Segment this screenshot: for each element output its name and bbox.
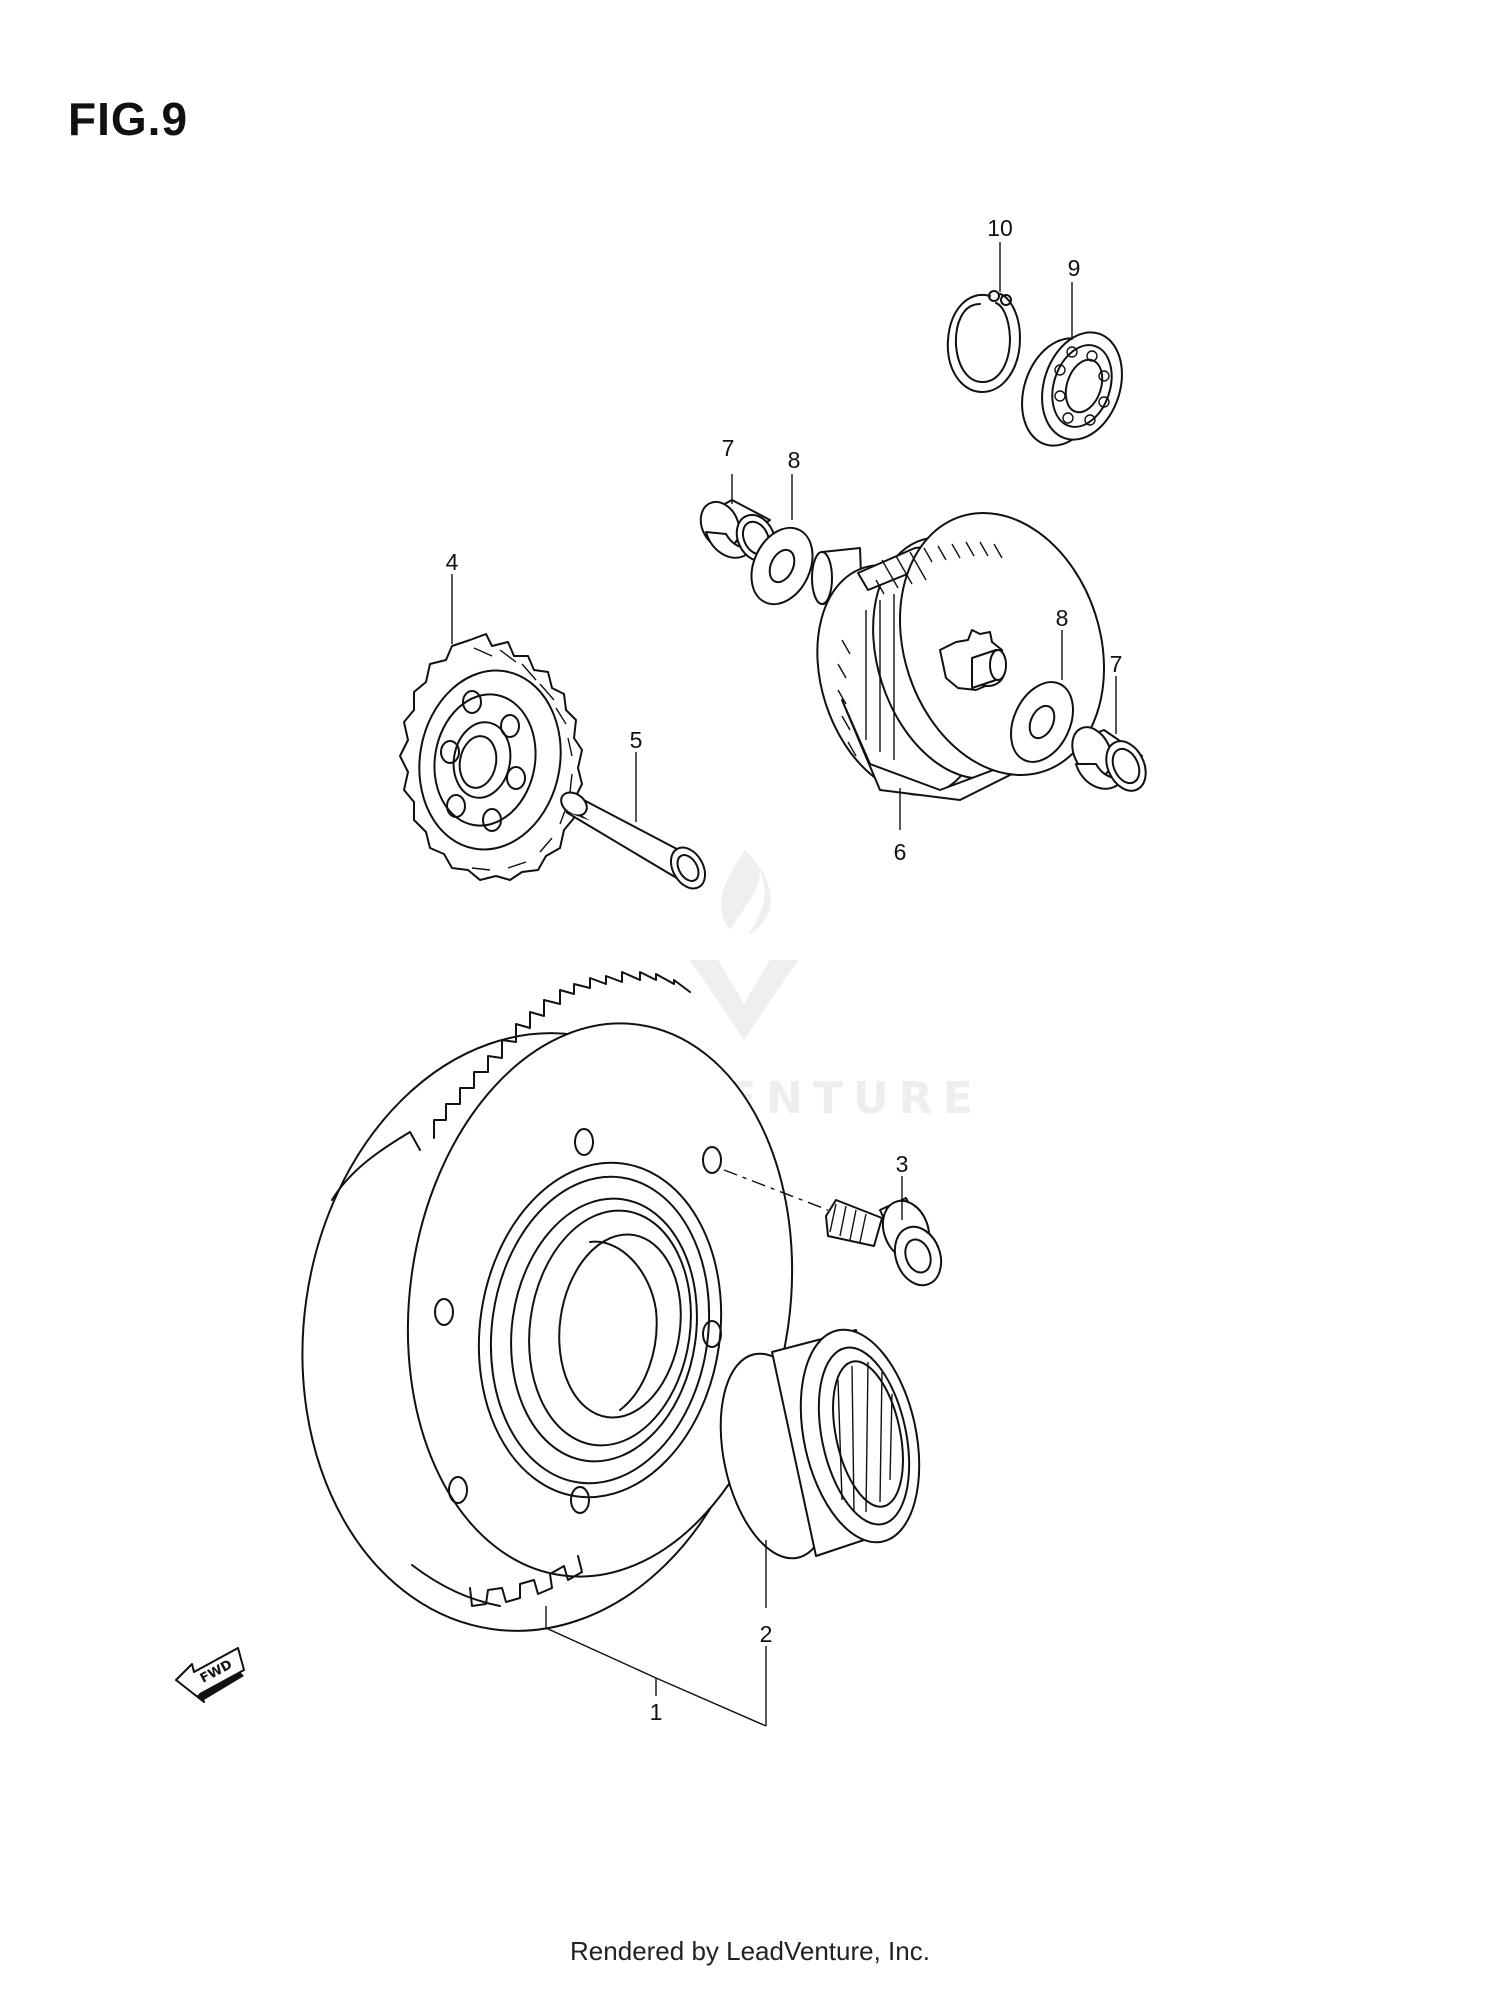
fwd-arrow-icon: FWD <box>175 1647 245 1703</box>
part-idle-gear <box>399 633 583 881</box>
part-starter-clutch-gear <box>301 971 794 1632</box>
callout-8-lower: 8 <box>1056 605 1069 631</box>
part-washer-lower <box>1010 681 1074 763</box>
part-bolt <box>723 1169 943 1287</box>
callout-10: 10 <box>987 215 1013 241</box>
part-bushing-upper <box>699 499 777 563</box>
part-needle-bearing <box>719 1328 921 1560</box>
footer-credit: Rendered by LeadVenture, Inc. <box>570 1936 930 1966</box>
callout-4: 4 <box>446 549 459 575</box>
part-idle-gear-shaft <box>560 791 707 890</box>
callout-3: 3 <box>896 1151 909 1177</box>
callout-8-upper: 8 <box>788 447 801 473</box>
callout-2: 2 <box>760 1621 773 1647</box>
callout-7-lower: 7 <box>1110 651 1123 677</box>
callout-1: 1 <box>650 1699 663 1725</box>
callout-7-upper: 7 <box>722 435 735 461</box>
leader-lines <box>451 242 1117 1727</box>
callout-9: 9 <box>1068 255 1081 281</box>
part-circlip <box>946 290 1021 393</box>
part-bearing <box>1021 331 1123 447</box>
part-washer-upper <box>750 526 814 606</box>
figure-title: FIG.9 <box>68 93 189 145</box>
callout-5: 5 <box>630 727 643 753</box>
part-bushing-lower <box>1071 726 1147 792</box>
callout-6: 6 <box>894 839 907 865</box>
callout-labels: 1 2 3 4 5 6 7 7 8 8 9 10 <box>446 215 1123 1725</box>
